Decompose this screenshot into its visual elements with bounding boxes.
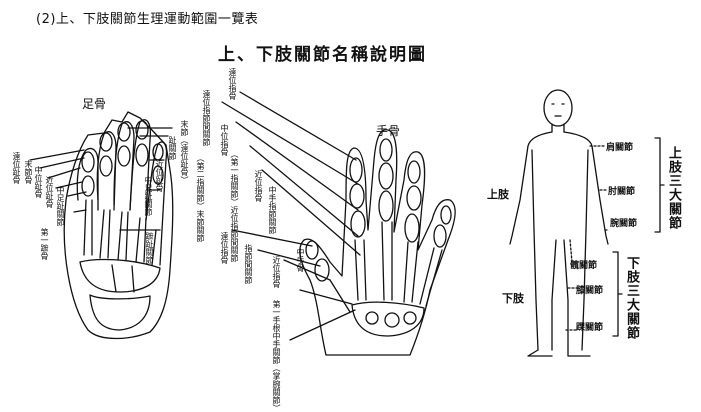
foot-label: 中足趾關節 <box>56 186 65 226</box>
foot-drawing <box>29 111 174 340</box>
hand-label: （第一指關節）近位指節間關節 <box>230 150 239 262</box>
hand-label: 第一手根中手關節（掌腕關節） <box>272 300 281 412</box>
hand-label: 遠位指節間關節 <box>202 90 211 146</box>
shoulder-joint-label: 肩關節 <box>606 143 634 153</box>
wrist-joint-label: 腕關節 <box>610 219 638 229</box>
foot-label: 遠位趾骨 <box>12 152 21 184</box>
foot-label: 第一蹠骨 <box>40 228 49 260</box>
foot-label: 末節（遠位趾骨） <box>180 120 189 184</box>
ankle-joint-label: 踝關節 <box>576 323 604 333</box>
lower-group-label: 下肢三大關節 <box>624 256 639 340</box>
diagram-title: 上、下肢關節名稱說明圖 <box>218 45 427 65</box>
hand-label: 近位指骨 <box>254 170 263 202</box>
hand-label: 中位指骨 <box>220 124 229 156</box>
body-drawing <box>509 89 665 357</box>
upper-group-label: 上肢三大關節 <box>666 146 681 230</box>
hip-joint-label: 髖關節 <box>570 261 598 271</box>
foot-label: 中位趾骨 <box>34 166 43 198</box>
foot-label: 近位趾骨 <box>155 160 164 192</box>
hand-label: （第二指關節）末節關節 <box>196 154 205 242</box>
lower-limb-label: 下肢 <box>502 292 524 305</box>
foot-label: 蹠趾關節 <box>145 232 154 264</box>
hand-label: 中手骨 <box>296 248 305 272</box>
hand-label: 遠位指骨 <box>228 68 237 100</box>
hand-heading: 手骨 <box>376 124 401 138</box>
page-header: (2)上、下肢關節生理運動範圍一覽表 <box>36 12 259 27</box>
elbow-joint-label: 肘關節 <box>608 187 636 197</box>
upper-limb-label: 上肢 <box>487 188 509 201</box>
foot-label: 中足趾關節 <box>144 176 153 216</box>
foot-label: 近位趾骨 <box>45 176 54 208</box>
knee-joint-label: 膝關節 <box>576 286 604 296</box>
foot-label: 趾關節 <box>168 136 177 160</box>
anatomy-illustration <box>29 89 665 357</box>
hand-label: 中手指節關節 <box>268 186 277 234</box>
hand-label: 近位指骨 <box>272 256 281 288</box>
foot-heading: 足骨 <box>82 97 107 111</box>
hand-label: 遠位指骨 <box>220 232 229 264</box>
hand-drawing <box>221 91 456 356</box>
hand-label: 指節間關節 <box>244 244 253 284</box>
foot-label: 末節骨 <box>24 160 33 184</box>
